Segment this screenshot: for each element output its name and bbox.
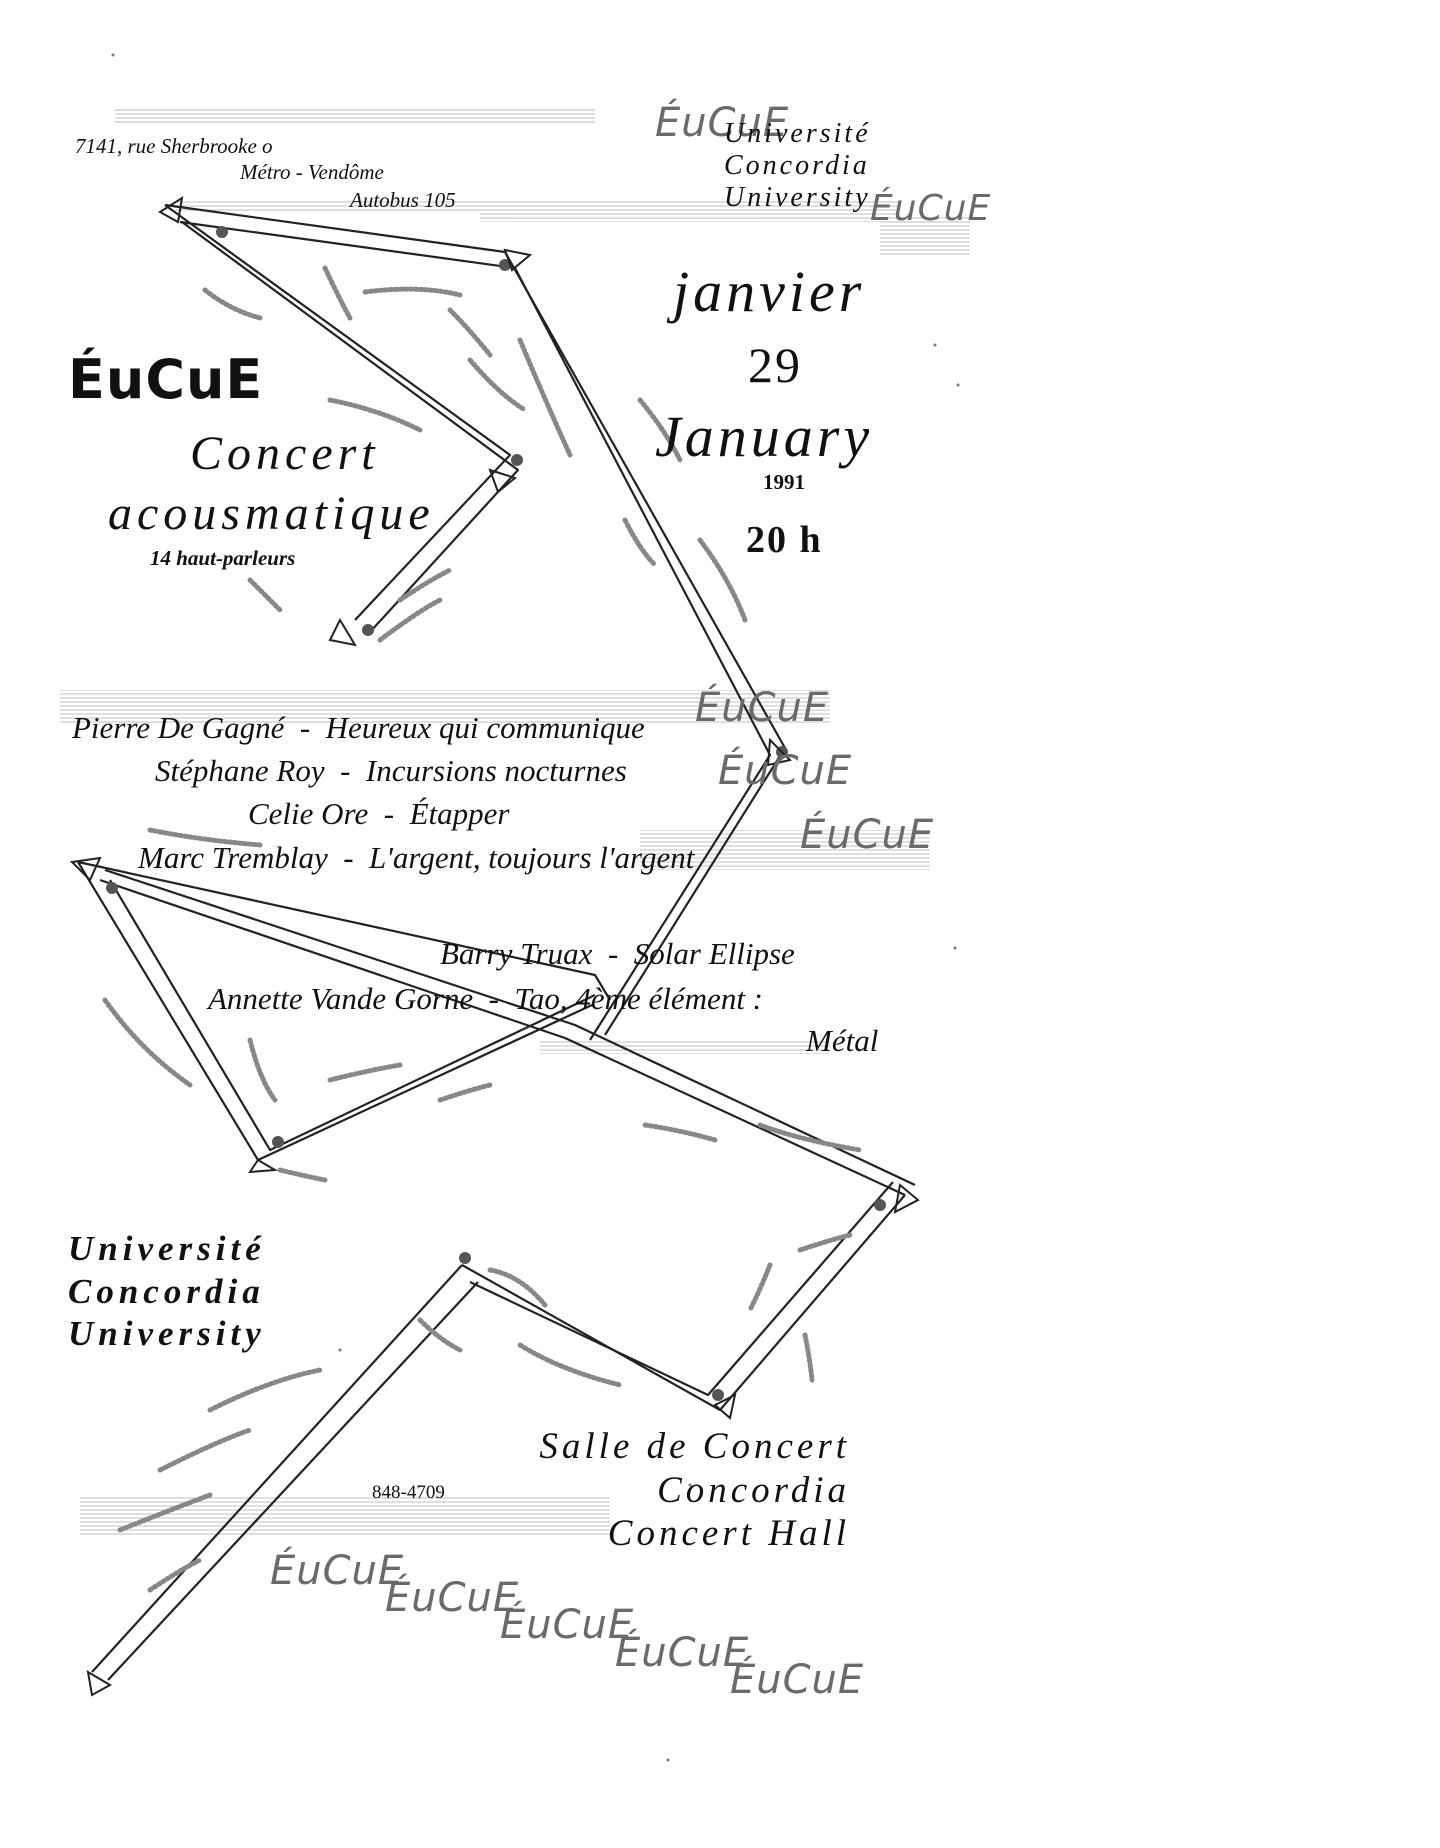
- address-street: 7141, rue Sherbrooke o: [75, 134, 273, 158]
- program-composer: Celie Ore: [248, 796, 369, 831]
- venue: Salle de Concert Concordia Concert Hall: [490, 1425, 850, 1556]
- program-item: Barry Truax - Solar Ellipse: [440, 938, 795, 969]
- event-title-line-1: Concert: [190, 427, 380, 480]
- university-bottom-line-3: University: [68, 1314, 266, 1354]
- event-title-line-2: acousmatique: [108, 487, 435, 540]
- university-top: Université Concordia University: [724, 118, 871, 214]
- program-composer: Barry Truax: [440, 936, 593, 971]
- program-composer: Annette Vande Gorne: [208, 981, 474, 1016]
- arrowheads: [69, 195, 920, 1697]
- ghost-logo-mid-3: ÉuCuE: [800, 812, 935, 858]
- address-bus: Autobus 105: [350, 188, 456, 212]
- university-bottom: Université Concordia University: [68, 1228, 266, 1356]
- program-composer: Marc Tremblay: [138, 840, 328, 875]
- ghost-logo-bottom-5: ÉuCuE: [730, 1657, 865, 1703]
- ghost-logo-bottom-1: ÉuCuE: [270, 1548, 405, 1594]
- ghost-logo-mid-1: ÉuCuE: [695, 685, 830, 731]
- program-item: Marc Tremblay - L'argent, toujours l'arg…: [138, 842, 694, 873]
- university-top-line-1: Université: [724, 118, 871, 149]
- ghost-logo-top: ÉuCuE: [655, 100, 790, 146]
- date-month-fr: janvier: [673, 259, 866, 324]
- program-work: L'argent, toujours l'argent: [369, 840, 695, 875]
- specks: [111, 53, 960, 1762]
- program-composer: Pierre De Gagné: [72, 710, 285, 745]
- dotted-strokes: [102, 265, 863, 1593]
- date-month-en: January: [655, 404, 874, 469]
- program-separator: -: [488, 981, 499, 1016]
- program-work: Solar Ellipse: [633, 936, 795, 971]
- ghost-logo-top-right: ÉuCuE: [870, 188, 992, 229]
- program-item: Pierre De Gagné - Heureux qui communique: [72, 712, 645, 743]
- program-separator: -: [607, 936, 619, 971]
- program-continuation: Métal: [806, 1023, 879, 1058]
- eucue-logo: ÉuCuE: [68, 348, 264, 411]
- program-item: Stéphane Roy - Incursions nocturnes: [155, 755, 627, 786]
- ghost-logo-bottom-2: ÉuCuE: [385, 1575, 520, 1621]
- program-separator: -: [343, 840, 354, 875]
- program-separator: -: [340, 753, 351, 788]
- university-top-line-3: University: [724, 181, 871, 213]
- ribbon-lines: [77, 203, 916, 1681]
- program-item: Celie Ore - Étapper: [248, 798, 509, 829]
- program-separator: -: [299, 710, 311, 745]
- date-day: 29: [748, 337, 802, 393]
- university-bottom-line-2: Concordia: [68, 1271, 265, 1311]
- phone-number: 848-4709: [372, 1482, 445, 1503]
- program-separator: -: [383, 796, 395, 831]
- university-bottom-line-1: Université: [68, 1229, 266, 1268]
- program-item: Annette Vande Gorne - Tao, 4ème élément …: [208, 983, 763, 1014]
- date-time: 20 h: [746, 519, 823, 561]
- program-work: Étapper: [409, 796, 510, 831]
- address-metro: Métro - Vendôme: [240, 160, 384, 184]
- event-speakers: 14 haut-parleurs: [150, 546, 296, 570]
- ghost-logo-bottom-4: ÉuCuE: [615, 1630, 750, 1676]
- venue-line-3: Concert Hall: [607, 1513, 850, 1555]
- program-work: Incursions nocturnes: [365, 753, 627, 788]
- program-work: Tao, 4ème élément :: [514, 981, 763, 1016]
- date-year: 1991: [763, 470, 805, 494]
- university-top-line-2: Concordia: [724, 149, 870, 181]
- ghost-logo-bottom-3: ÉuCuE: [500, 1602, 635, 1648]
- venue-line-2: Concordia: [657, 1469, 850, 1511]
- program-composer: Stéphane Roy: [155, 753, 325, 788]
- venue-line-1: Salle de Concert: [539, 1426, 850, 1467]
- program-work: Heureux qui communique: [325, 710, 645, 745]
- ghost-logo-mid-2: ÉuCuE: [718, 748, 853, 794]
